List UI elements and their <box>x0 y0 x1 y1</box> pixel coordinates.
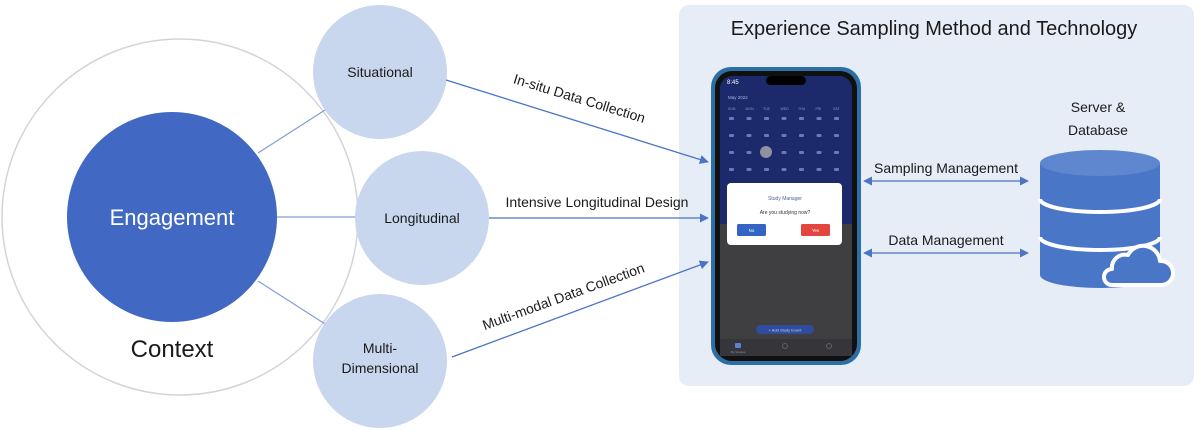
multidimensional-label-line2: Dimensional <box>341 360 418 376</box>
connector-situational <box>257 102 337 154</box>
data-management-label: Data Management <box>888 232 1003 248</box>
phone-notch <box>766 76 806 85</box>
calendar-day[interactable] <box>781 117 787 120</box>
calendar-day[interactable] <box>799 168 804 171</box>
smartphone: 8:45 May 2022 SUN MON TUE WED THU FRI SAT Stud… <box>711 67 861 365</box>
longitudinal-circle <box>355 151 489 285</box>
calendar-day[interactable] <box>834 117 839 120</box>
calendar-weekdays: SUN MON TUE WED THU FRI SAT <box>728 107 840 111</box>
context-label: Context <box>131 336 214 363</box>
dialog-yes-button[interactable] <box>801 224 830 236</box>
phone-tab-bar <box>720 339 852 356</box>
calendar-day[interactable] <box>746 117 752 120</box>
insitu-arrow-label: In-situ Data Collection <box>512 71 648 126</box>
settings-tab-icon <box>826 343 832 349</box>
calendar-day[interactable] <box>729 117 734 120</box>
situational-label: Situational <box>347 64 412 80</box>
calendar-day[interactable] <box>816 168 822 171</box>
calendar-day[interactable] <box>834 168 839 171</box>
calendar-weekday: MON <box>746 107 755 111</box>
connector-multidimensional <box>257 280 337 332</box>
calendar-day[interactable] <box>816 151 822 154</box>
calendar-weekday: SUN <box>728 107 736 111</box>
calendar-day[interactable] <box>746 151 752 154</box>
studies-tab-icon <box>735 343 741 348</box>
cloud-icon <box>1102 243 1175 287</box>
multimodal-arrow <box>451 260 709 358</box>
multimodal-arrow-label: Multi-modal Data Collection <box>480 260 646 334</box>
calendar-day[interactable] <box>746 134 752 137</box>
dialog-yes-label: Yes <box>812 228 820 233</box>
multidimensional-label-line1: Multi- <box>363 340 398 356</box>
add-study-event-button[interactable] <box>756 325 814 334</box>
engagement-circle <box>67 112 277 322</box>
calendar-day[interactable] <box>746 168 752 171</box>
calendar-day[interactable] <box>799 134 804 137</box>
calendar-day[interactable] <box>764 168 769 171</box>
calendar-day[interactable] <box>729 168 734 171</box>
calendar-day[interactable] <box>729 134 734 137</box>
add-study-event-label: + Add Study Event <box>768 328 802 333</box>
calendar-selected-day <box>760 146 772 158</box>
calendar-day[interactable] <box>764 134 769 137</box>
multidimensional-circle <box>313 294 447 428</box>
panel-title: Experience Sampling Method and Technolog… <box>731 18 1138 40</box>
calendar-day[interactable] <box>816 117 822 120</box>
calendar-month: May 2022 <box>728 95 748 100</box>
calendar-day[interactable] <box>799 151 804 154</box>
calendar-weekday: TUE <box>763 107 771 111</box>
calendar-weekday: SAT <box>833 107 840 111</box>
calendar-day[interactable] <box>729 151 734 154</box>
calendar-day[interactable] <box>764 117 769 120</box>
dialog-question: Are you studying now? <box>760 210 811 216</box>
insitu-arrow <box>445 79 709 164</box>
dialog-no-button[interactable] <box>737 224 766 236</box>
calendar-day[interactable] <box>834 134 839 137</box>
longitudinal-label: Longitudinal <box>384 210 460 226</box>
dialog-title: Study Manager <box>768 196 802 202</box>
situational-circle <box>313 5 447 139</box>
calendar-day[interactable] <box>834 151 839 154</box>
studies-tab-label: My Studies <box>731 350 746 354</box>
server-label-line1: Server & <box>1071 99 1126 115</box>
longitudinal-arrow-label: Intensive Longitudinal Design <box>506 194 689 210</box>
dialog-no-label: No <box>749 228 755 233</box>
calendar-day[interactable] <box>781 151 787 154</box>
sampling-management-label: Sampling Management <box>874 160 1018 176</box>
calendar-day[interactable] <box>799 117 804 120</box>
engagement-label: Engagement <box>110 205 235 230</box>
server-label-line2: Database <box>1068 122 1128 138</box>
calendar-day[interactable] <box>816 134 822 137</box>
calendar-weekday: THU <box>798 107 806 111</box>
phone-time: 8:45 <box>727 80 739 86</box>
middle-tab-icon <box>782 343 788 349</box>
calendar-day[interactable] <box>781 168 787 171</box>
calendar-day[interactable] <box>781 134 787 137</box>
calendar-weekday: WED <box>781 107 790 111</box>
calendar-weekday: FRI <box>816 107 822 111</box>
